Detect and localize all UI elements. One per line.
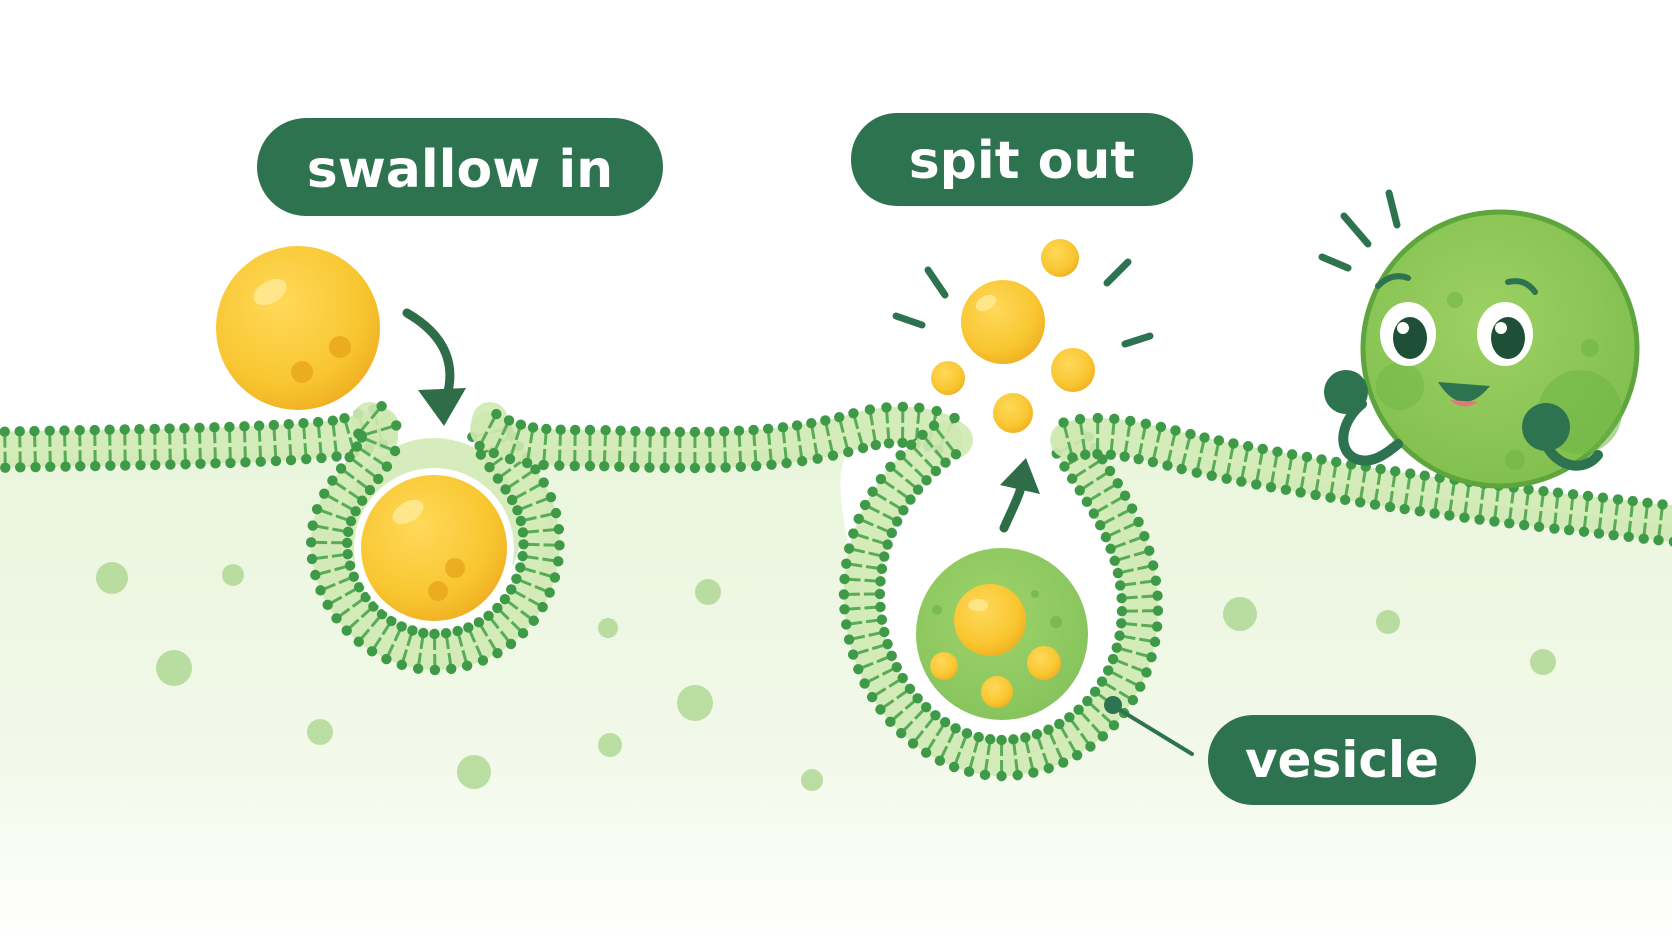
curved-arrow-up-icon [999,458,1040,533]
label-spit-out-text: spit out [909,131,1136,191]
membrane-middle [470,401,973,474]
curved-arrow-down-icon [402,308,466,426]
released-particles [931,239,1095,433]
cytoplasm-dots [96,562,1556,791]
cell-membrane [0,401,1672,782]
vesicle-pointer [1104,696,1194,756]
cytoplasm [0,444,1672,941]
label-spit-out: spit out [851,113,1193,206]
membrane-pocket-spit [838,420,1164,782]
burst-lines [892,258,1154,348]
label-vesicle-text: vesicle [1245,731,1439,789]
excitement-lines [1318,189,1401,272]
label-swallow-in-text: swallow in [307,140,613,200]
label-swallow-in: swallow in [257,118,663,216]
exocytic-vesicle [908,540,1096,728]
label-vesicle: vesicle [1208,715,1476,805]
engulfed-particle [354,468,514,628]
membrane-right [1050,412,1672,547]
large-particle [216,246,380,410]
membrane-pocket-swallow [305,401,565,676]
smiling-cell-icon [1324,209,1640,489]
